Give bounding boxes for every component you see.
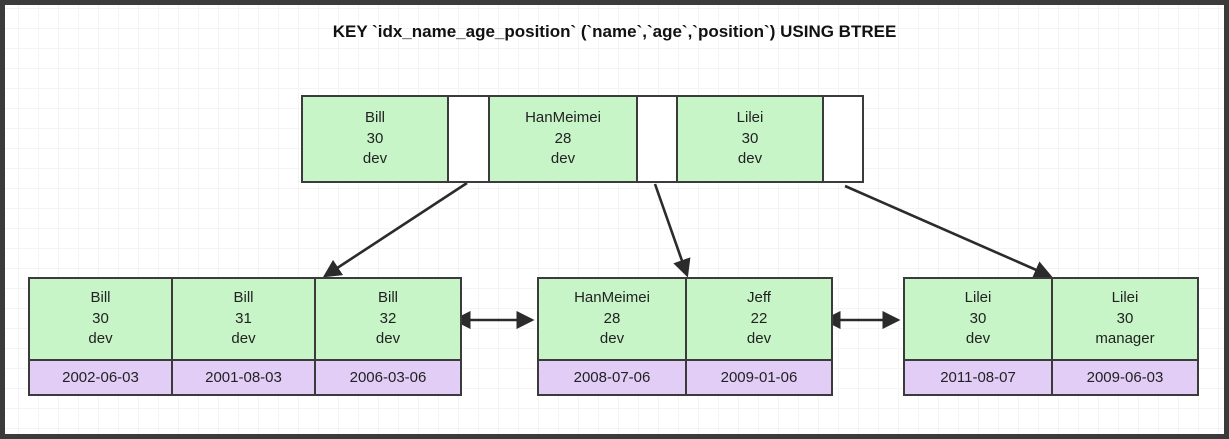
leaf-1-entry-2-name: Bill bbox=[233, 289, 254, 307]
root-pointer-1[interactable] bbox=[449, 97, 490, 181]
frame-top-border bbox=[0, 0, 1229, 5]
leaf-1-entry-3-age: 32 bbox=[379, 309, 397, 327]
leaf-3-entry-2[interactable]: Lilei 30 manager 2009-06-03 bbox=[1053, 279, 1197, 394]
leaf-1-entry-2-position: dev bbox=[231, 330, 256, 348]
root-key-cell-3[interactable]: Lilei 30 dev bbox=[678, 97, 824, 181]
leaf-3-entry-1-age: 30 bbox=[969, 309, 987, 327]
leaf-2-entry-1-name: HanMeimei bbox=[574, 289, 650, 307]
root-key-3-age: 30 bbox=[741, 129, 759, 147]
leaf-1-entry-2[interactable]: Bill 31 dev 2001-08-03 bbox=[173, 279, 316, 394]
leaf-1-entry-1-age: 30 bbox=[92, 309, 109, 327]
leaf-3-entry-1[interactable]: Lilei 30 dev 2011-08-07 bbox=[905, 279, 1053, 394]
leaf-3-entry-2-name: Lilei bbox=[1111, 289, 1139, 307]
leaf-1-entry-3-date: 2006-03-06 bbox=[316, 361, 460, 394]
leaf-1-entry-1[interactable]: Bill 30 dev 2002-06-03 bbox=[30, 279, 173, 394]
leaf-3-entry-1-name: Lilei bbox=[964, 289, 992, 307]
leaf-2-entry-2-position: dev bbox=[746, 330, 772, 348]
root-key-1-position: dev bbox=[362, 150, 388, 168]
leaf-1-entry-3-position: dev bbox=[375, 330, 401, 348]
leaf-1-entry-1-position: dev bbox=[88, 330, 113, 348]
leaf-1-entry-2-age: 31 bbox=[235, 309, 252, 327]
leaf-1-entry-3-key: Bill 32 dev bbox=[316, 279, 460, 361]
root-key-2-name: HanMeimei bbox=[525, 109, 601, 127]
root-pointer-2[interactable] bbox=[638, 97, 678, 181]
leaf-1-entry-1-date: 2002-06-03 bbox=[30, 361, 171, 394]
leaf-2-entry-1-date: 2008-07-06 bbox=[539, 361, 685, 394]
root-key-cell-1[interactable]: Bill 30 dev bbox=[303, 97, 449, 181]
leaf-2-entry-2-date: 2009-01-06 bbox=[687, 361, 831, 394]
leaf-2-entry-2-age: 22 bbox=[750, 309, 768, 327]
leaf-1-entry-3-name: Bill bbox=[377, 289, 398, 307]
root-key-2-position: dev bbox=[550, 150, 576, 168]
root-key-1-name: Bill bbox=[364, 109, 385, 127]
leaf-1-entry-3[interactable]: Bill 32 dev 2006-03-06 bbox=[316, 279, 460, 394]
leaf-2-entry-1-age: 28 bbox=[603, 309, 621, 327]
root-key-3-name: Lilei bbox=[736, 109, 764, 127]
leaf-3-entry-1-date: 2011-08-07 bbox=[905, 361, 1051, 394]
frame-bottom-border bbox=[0, 434, 1229, 439]
leaf-node-3: Lilei 30 dev 2011-08-07 Lilei 30 manager… bbox=[903, 277, 1199, 396]
leaf-3-entry-2-age: 30 bbox=[1116, 309, 1134, 327]
leaf-2-entry-1-position: dev bbox=[599, 330, 625, 348]
leaf-1-entry-2-key: Bill 31 dev bbox=[173, 279, 314, 361]
leaf-1-entry-1-name: Bill bbox=[90, 289, 111, 307]
leaf-3-entry-1-key: Lilei 30 dev bbox=[905, 279, 1051, 361]
leaf-2-entry-2-key: Jeff 22 dev bbox=[687, 279, 831, 361]
leaf-3-entry-2-position: manager bbox=[1095, 330, 1155, 348]
root-key-2-age: 28 bbox=[554, 129, 572, 147]
leaf-1-entry-2-date: 2001-08-03 bbox=[173, 361, 314, 394]
leaf-2-entry-1-key: HanMeimei 28 dev bbox=[539, 279, 685, 361]
diagram-title: KEY `idx_name_age_position` (`name`,`age… bbox=[332, 22, 897, 41]
frame-left-border bbox=[0, 0, 5, 439]
root-node: Bill 30 dev HanMeimei 28 dev Lilei 30 de… bbox=[301, 95, 864, 183]
leaf-3-entry-2-date: 2009-06-03 bbox=[1053, 361, 1197, 394]
root-key-cell-2[interactable]: HanMeimei 28 dev bbox=[490, 97, 638, 181]
root-to-leaf-1-arrow bbox=[322, 181, 468, 278]
root-to-leaf-2-arrow bbox=[653, 183, 691, 278]
root-key-1-age: 30 bbox=[366, 129, 384, 147]
leaf-node-1: Bill 30 dev 2002-06-03 Bill 31 dev 2001-… bbox=[28, 277, 462, 396]
root-pointer-3[interactable] bbox=[824, 97, 862, 181]
leaf-2-entry-2[interactable]: Jeff 22 dev 2009-01-06 bbox=[687, 279, 831, 394]
leaf-1-entry-1-key: Bill 30 dev bbox=[30, 279, 171, 361]
leaf-3-entry-1-position: dev bbox=[965, 330, 991, 348]
leaf-2-entry-1[interactable]: HanMeimei 28 dev 2008-07-06 bbox=[539, 279, 687, 394]
frame-right-border bbox=[1224, 0, 1229, 439]
leaf-2-entry-2-name: Jeff bbox=[747, 289, 771, 307]
leaf-node-2: HanMeimei 28 dev 2008-07-06 Jeff 22 dev … bbox=[537, 277, 833, 396]
root-to-leaf-3-arrow bbox=[844, 184, 1053, 279]
root-key-3-position: dev bbox=[737, 150, 763, 168]
leaf-3-entry-2-key: Lilei 30 manager bbox=[1053, 279, 1197, 361]
